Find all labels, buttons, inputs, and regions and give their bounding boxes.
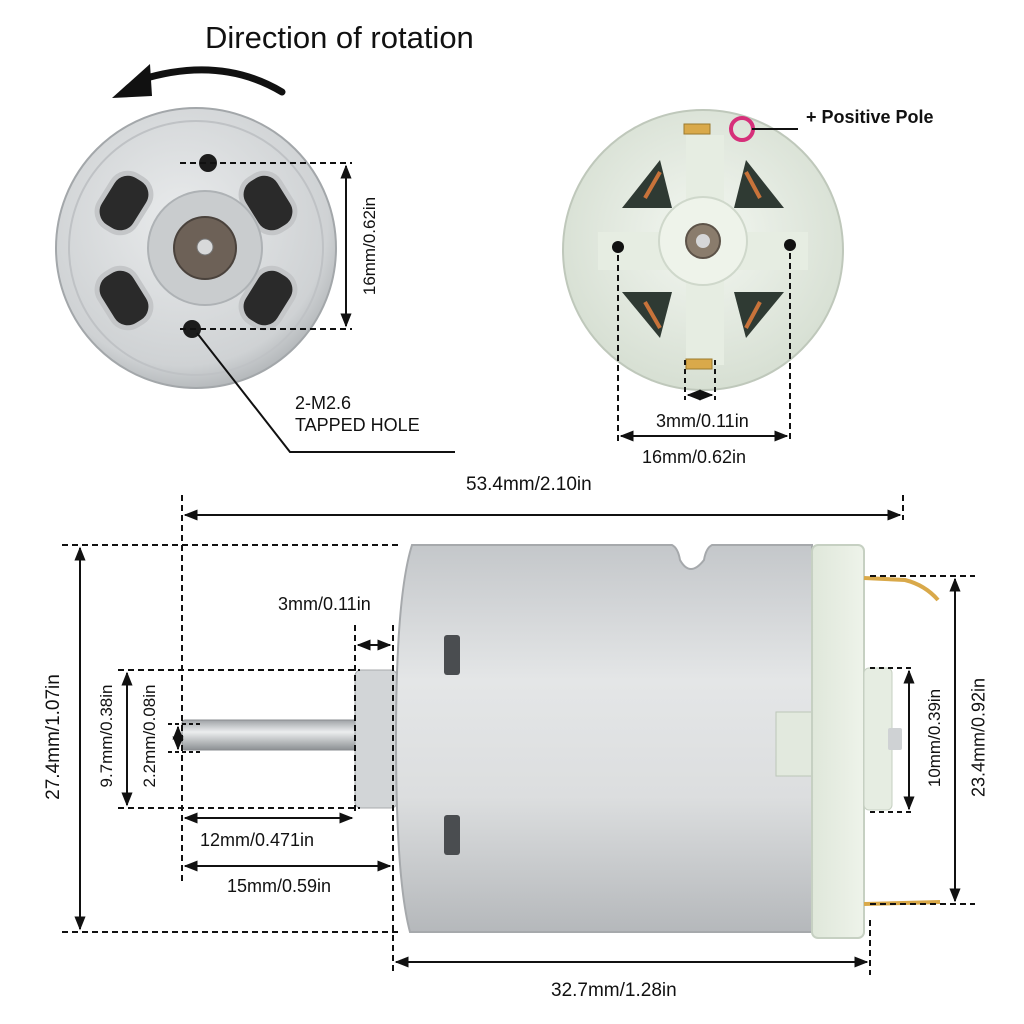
rear-view <box>562 109 844 442</box>
tapped-hole-leader <box>196 332 455 453</box>
diagram-title: Direction of rotation <box>205 20 474 55</box>
front-hole-spacing-label: 16mm/0.62in <box>360 196 379 296</box>
rear-boss-label: 10mm/0.39in <box>925 688 944 788</box>
cap-height-label: 23.4mm/0.92in <box>968 677 989 798</box>
shaft-total-label: 15mm/0.59in <box>227 876 332 896</box>
tapped-hole-label-line2: TAPPED HOLE <box>295 415 420 435</box>
terminal-upper <box>863 576 940 602</box>
tapped-hole-label-line1: 2-M2.6 <box>295 393 352 413</box>
overall-height-label: 27.4mm/1.07in <box>43 674 64 800</box>
side-view <box>62 495 975 975</box>
front-view <box>55 64 455 453</box>
rear-terminal-gap-label: 3mm/0.11in <box>656 411 749 431</box>
terminal-bottom <box>685 358 713 370</box>
rear-hole-right <box>784 239 796 251</box>
rear-hole-spacing-label: 16mm/0.62in <box>642 447 747 467</box>
plastic-end-cap <box>811 544 865 939</box>
tapped-hole-top <box>199 154 217 172</box>
rear-hole-left <box>612 241 624 253</box>
boss-length-label: 3mm/0.11in <box>278 594 371 614</box>
front-boss <box>354 669 398 809</box>
brush-windows <box>622 160 784 338</box>
shaft-diameter-label: 2.2mm/0.08in <box>140 684 159 788</box>
body-length-label: 32.7mm/1.28in <box>551 980 677 1001</box>
positive-pole-label: + Positive Pole <box>806 107 934 127</box>
front-shaft-end <box>196 238 214 256</box>
motor-shaft <box>181 719 358 751</box>
overall-length-label: 53.4mm/2.10in <box>466 474 592 495</box>
terminal-top <box>683 123 711 135</box>
rear-boss <box>863 667 893 811</box>
rotation-arrowhead <box>112 64 152 98</box>
boss-diameter-label: 9.7mm/0.38in <box>97 684 116 788</box>
motor-can-body <box>394 544 813 933</box>
rotation-arrow <box>136 66 286 96</box>
shaft-length-label: 12mm/0.471in <box>200 830 315 850</box>
